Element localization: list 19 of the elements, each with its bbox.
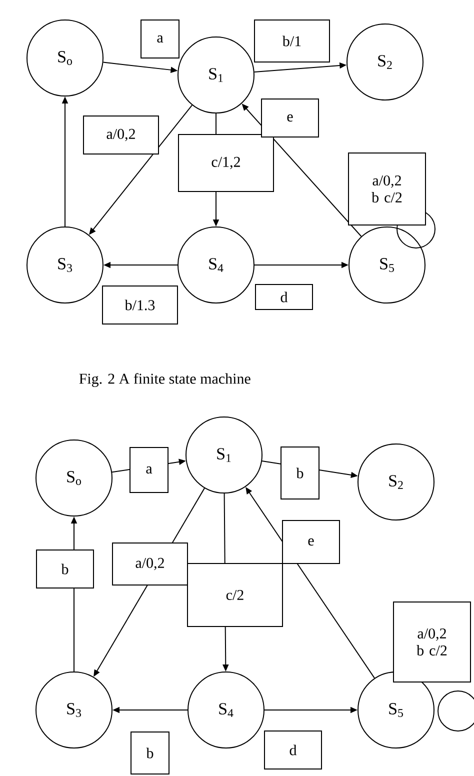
label-box: e xyxy=(261,98,319,138)
label-box: c/1,2 xyxy=(178,134,274,192)
label-box: e xyxy=(282,520,340,564)
label-box: c/2 xyxy=(187,563,283,627)
caption: Fig. 2 A finite state machine xyxy=(79,373,250,387)
label-box: b xyxy=(36,550,94,588)
label-box: d xyxy=(264,730,322,770)
label-box: b xyxy=(280,446,320,500)
label-box: b xyxy=(130,732,170,774)
label-box: a xyxy=(130,447,168,493)
label-box: d xyxy=(255,284,313,310)
label-box: a/0,2 b c/2 xyxy=(348,152,426,226)
label-box: a/0,2 xyxy=(83,116,159,154)
label-box: a/0,2 b c/2 xyxy=(393,602,471,682)
loop-circle xyxy=(438,690,474,732)
label-box: a/0,2 xyxy=(112,542,188,586)
label-box: a xyxy=(140,20,180,58)
label-box: b/1.3 xyxy=(102,286,178,324)
label-box: b/1 xyxy=(254,20,330,62)
